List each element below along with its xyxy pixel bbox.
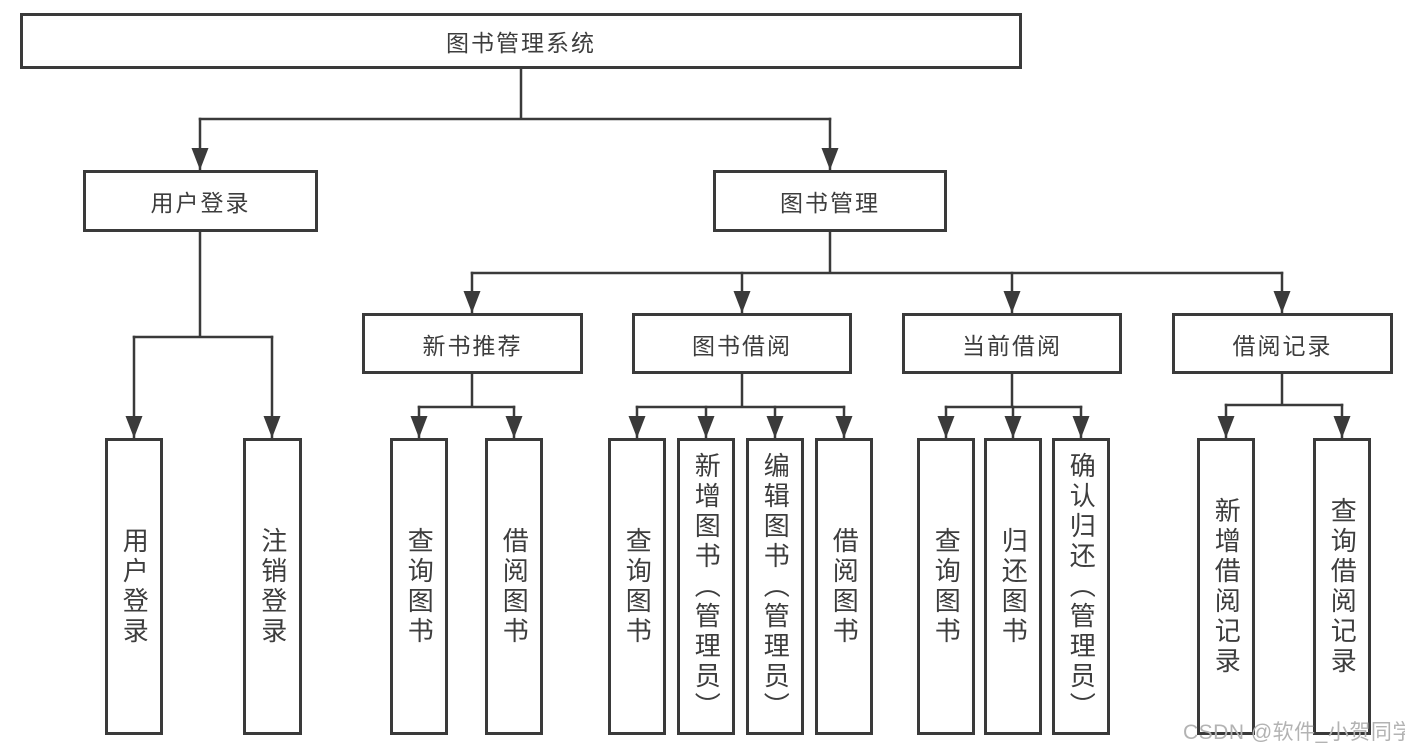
node-leaf-logout: 注销登录	[243, 438, 302, 735]
node-leaf-recommend-query-books: 查询图书	[390, 438, 448, 735]
watermark: CSDN @软件_小贺同学	[1183, 721, 1405, 744]
node-root-system: 图书管理系统	[20, 13, 1022, 69]
node-leaf-records-add-record: 新增借阅记录	[1197, 438, 1255, 735]
node-leaf-current-confirm-return: 确认归还（管理员）	[1052, 438, 1110, 735]
node-leaf-current-query-books: 查询图书	[917, 438, 975, 735]
node-user-login: 用户登录	[83, 170, 318, 232]
node-leaf-current-return-books: 归还图书	[984, 438, 1042, 735]
connector-trunks	[132, 67, 1344, 409]
node-current-borrowing: 当前借阅	[902, 313, 1122, 374]
connector-group	[125, 67, 1351, 440]
node-leaf-records-query-record: 查询借阅记录	[1313, 438, 1371, 735]
node-book-management: 图书管理	[713, 170, 947, 232]
node-leaf-borrowing-borrow-books: 借阅图书	[815, 438, 873, 735]
node-leaf-borrowing-query-books: 查询图书	[608, 438, 666, 735]
node-borrowing-records: 借阅记录	[1172, 313, 1393, 374]
node-leaf-user-login: 用户登录	[105, 438, 163, 735]
node-leaf-recommend-borrow-books: 借阅图书	[485, 438, 543, 735]
node-leaf-borrowing-add-books: 新增图书（管理员）	[677, 438, 735, 735]
node-new-book-recommend: 新书推荐	[362, 313, 583, 374]
node-leaf-borrowing-edit-books: 编辑图书（管理员）	[746, 438, 804, 735]
node-book-borrowing: 图书借阅	[632, 313, 852, 374]
